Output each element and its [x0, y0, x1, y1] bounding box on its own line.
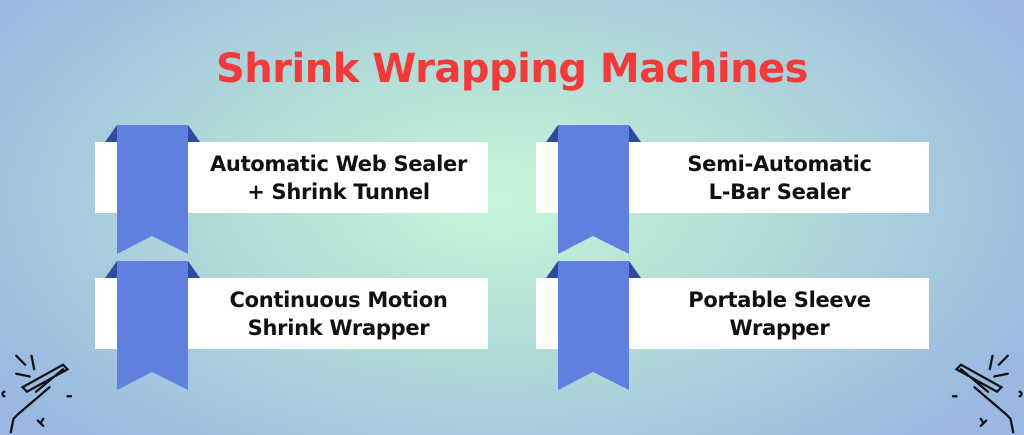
bookmark-ribbon-icon [546, 261, 641, 391]
bookmark-ribbon-icon [105, 261, 200, 391]
page-title: Shrink Wrapping Machines [216, 46, 808, 92]
label-line-2: Shrink Wrapper [247, 315, 430, 340]
bookmark-ribbon-icon [546, 125, 641, 255]
label-line-1: Continuous Motion [229, 287, 448, 312]
label-line-1: Automatic Web Sealer [209, 151, 468, 176]
bookmark-ribbon-icon [105, 125, 200, 255]
label-line-1: Semi-Automatic [687, 151, 872, 176]
label-line-2: Wrapper [729, 315, 830, 340]
label-line-1: Portable Sleeve [688, 287, 871, 312]
label-line-2: L-Bar Sealer [708, 179, 851, 204]
welding-tool-icon [951, 354, 1023, 434]
machine-label: Automatic Web Sealer + Shrink Tunnel [195, 142, 482, 213]
label-line-2: + Shrink Tunnel [247, 179, 430, 204]
welding-tool-icon [1, 354, 73, 434]
